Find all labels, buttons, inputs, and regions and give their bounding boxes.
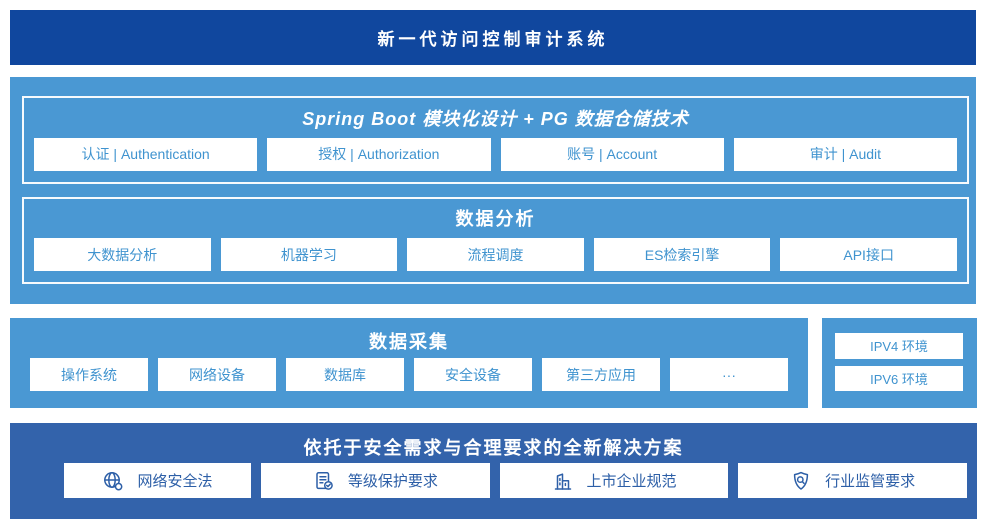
env-panel: IPV4 环境 IPV6 环境 — [822, 318, 977, 408]
analysis-modules: 大数据分析 机器学习 流程调度 ES检索引擎 API接口 — [24, 238, 967, 282]
chip-api-interface: API接口 — [780, 238, 957, 271]
springboot-modules: 认证 | Authentication 授权 | Authorization 账… — [24, 137, 967, 182]
analysis-title: 数据分析 — [455, 209, 536, 230]
chip-flow-scheduling: 流程调度 — [407, 238, 584, 271]
chip-listed-company-standard: 上市企业规范 — [499, 463, 729, 498]
collection-title: 数据采集 — [369, 332, 449, 352]
chip-cybersecurity-law: 网络安全法 — [64, 463, 251, 498]
globe-icon — [102, 470, 124, 492]
chip-more-ellipsis: ··· — [670, 358, 788, 391]
solution-item-label: 等级保护要求 — [347, 473, 438, 490]
solution-item-label: 行业监管要求 — [825, 473, 916, 490]
chip-account: 账号 | Account — [500, 137, 724, 171]
building-icon — [552, 470, 574, 492]
chip-database: 数据库 — [286, 358, 404, 391]
chip-authorization: 授权 | Authorization — [267, 137, 491, 171]
chip-es-search-engine: ES检索引擎 — [593, 238, 771, 271]
collection-sources: 操作系统 网络设备 数据库 安全设备 第三方应用 ··· — [30, 358, 788, 391]
document-check-icon — [313, 470, 335, 492]
springboot-title: Spring Boot 模块化设计 + PG 数据仓储技术 — [302, 108, 689, 129]
springboot-panel: Spring Boot 模块化设计 + PG 数据仓储技术 认证 | Authe… — [22, 96, 969, 184]
chip-machine-learning: 机器学习 — [220, 238, 398, 271]
chip-operating-system: 操作系统 — [30, 358, 148, 391]
solution-item-label: 网络安全法 — [137, 473, 213, 490]
chip-audit: 审计 | Audit — [733, 137, 957, 171]
chip-industry-regulation: 行业监管要求 — [738, 463, 968, 498]
system-title: 新一代访问控制审计系统 — [377, 30, 609, 49]
banner: 新一代访问控制审计系统 — [10, 10, 976, 65]
solution-items: 网络安全法 等级保护要求 — [64, 463, 968, 498]
shield-search-icon — [790, 470, 812, 492]
chip-authentication: 认证 | Authentication — [34, 137, 258, 171]
chip-bigdata-analysis: 大数据分析 — [34, 238, 211, 271]
solution-section: 依托于安全需求与合理要求的全新解决方案 网络安全法 — [10, 423, 977, 519]
chip-classified-protection: 等级保护要求 — [261, 463, 490, 498]
chip-third-party-app: 第三方应用 — [542, 358, 660, 391]
chip-security-device: 安全设备 — [414, 358, 532, 391]
chip-network-device: 网络设备 — [158, 358, 276, 391]
solution-title: 依托于安全需求与合理要求的全新解决方案 — [303, 438, 684, 458]
chip-ipv4-env: IPV4 环境 — [835, 333, 963, 359]
analysis-panel: 数据分析 大数据分析 机器学习 流程调度 ES检索引擎 API接口 — [22, 196, 969, 284]
collection-section: 数据采集 操作系统 网络设备 数据库 安全设备 第三方应用 ··· — [10, 318, 808, 408]
platform-section: Spring Boot 模块化设计 + PG 数据仓储技术 认证 | Authe… — [10, 77, 976, 304]
chip-ipv6-env: IPV6 环境 — [835, 365, 963, 391]
solution-item-label: 上市企业规范 — [586, 473, 677, 490]
